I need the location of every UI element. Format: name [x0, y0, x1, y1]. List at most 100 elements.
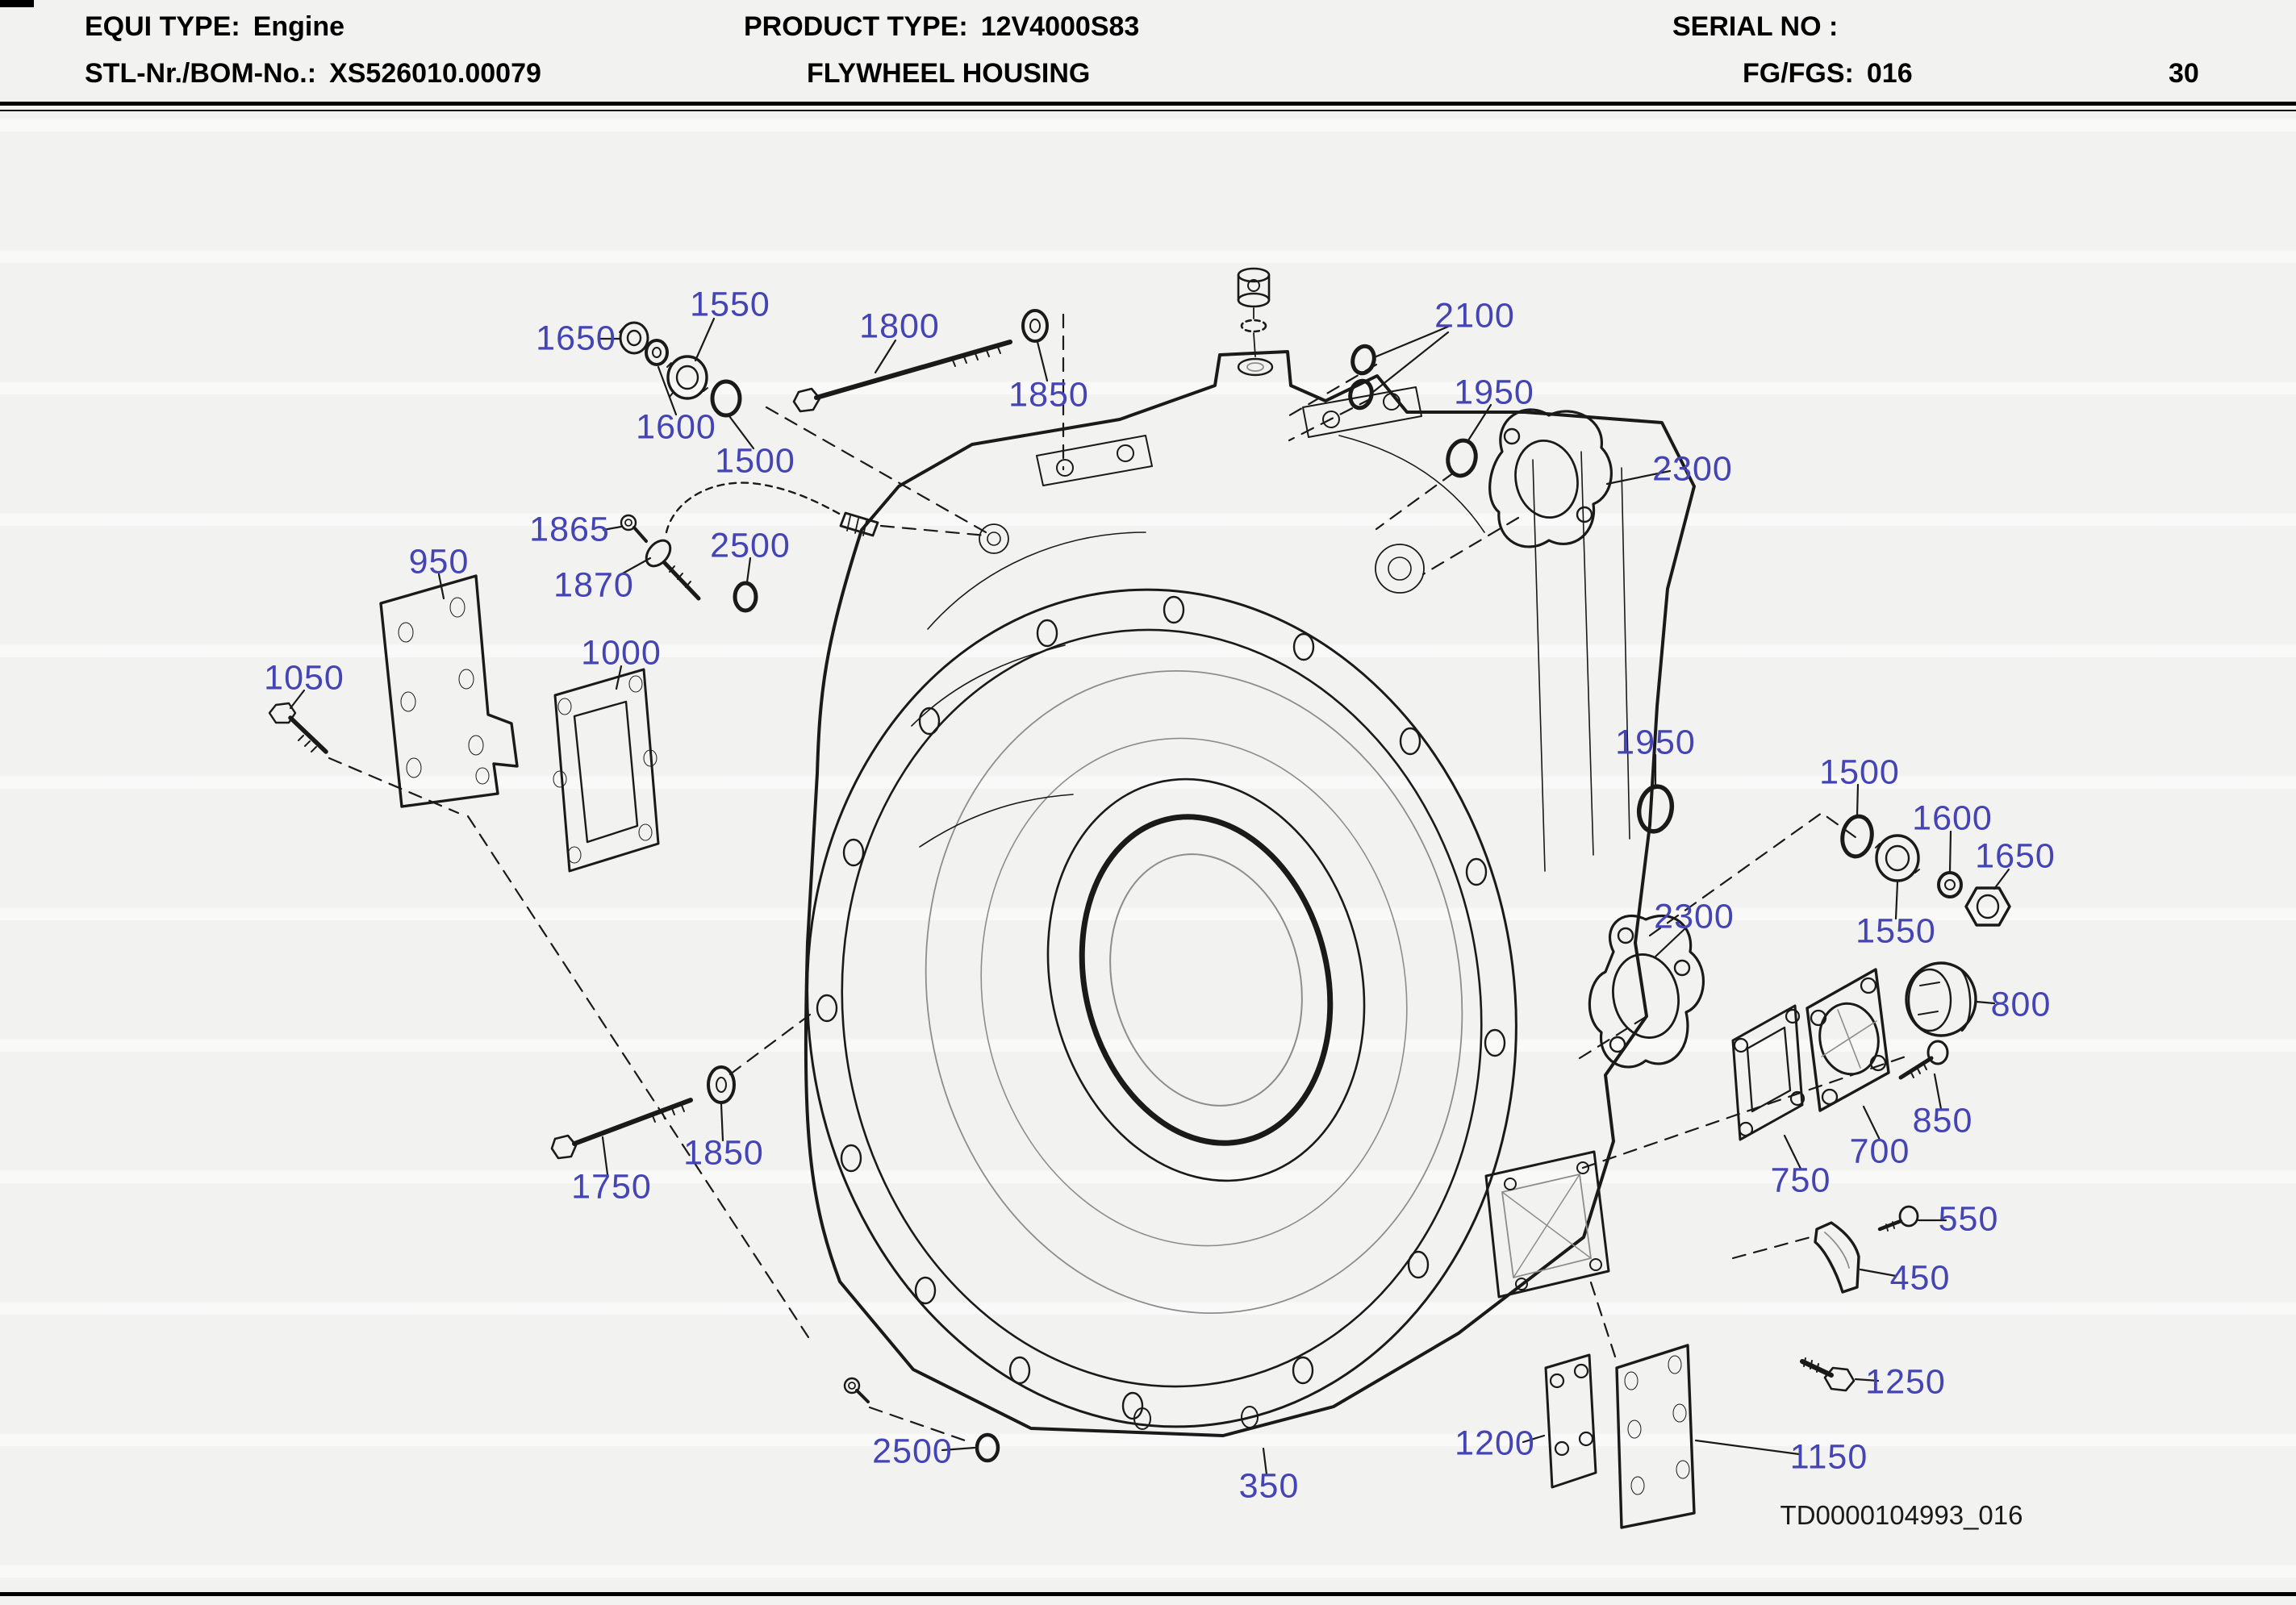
part-1800-bolt — [792, 340, 1012, 413]
sensor-port-boss — [979, 523, 1009, 554]
product-type-label: PRODUCT TYPE: — [744, 11, 968, 42]
part-1850-top-washer — [1021, 309, 1049, 343]
callout-800: 800 — [1990, 985, 2052, 1024]
part-800-plug — [1905, 961, 1977, 1037]
product-type-field: PRODUCT TYPE: 12V4000S83 — [744, 11, 1139, 43]
lower-right-pad — [1484, 1150, 1610, 1299]
bottom-rule — [0, 1592, 2296, 1596]
part-1500-top-oring — [710, 379, 742, 418]
assembly-dashed-lines — [328, 313, 1907, 1442]
part-2300-right-gasket — [1588, 914, 1705, 1069]
part-1950-right-oring — [1636, 784, 1675, 834]
callout-1870: 1870 — [553, 565, 634, 605]
part-550-screw — [1877, 1205, 1919, 1232]
callout-1865: 1865 — [529, 510, 610, 549]
equi-type-field: EQUI TYPE: Engine — [85, 11, 344, 43]
breather-port — [1237, 357, 1274, 377]
callout-1550-top: 1550 — [690, 285, 770, 324]
callout-1850-bottom: 1850 — [683, 1133, 764, 1173]
serial-no-field: SERIAL NO : — [1672, 11, 1838, 43]
product-type-value: 12V4000S83 — [980, 11, 1140, 42]
equi-type-label: EQUI TYPE: — [85, 11, 240, 42]
callout-550: 550 — [1938, 1199, 1999, 1239]
page-number: 30 — [2169, 58, 2199, 89]
part-2300-top-gasket — [1488, 408, 1613, 548]
part-1865-screw — [620, 514, 648, 543]
leader-lines — [289, 317, 2010, 1476]
scan-corner-artifact — [0, 0, 34, 7]
bom-no-value: XS526010.00079 — [329, 58, 541, 89]
part-1000-gasket — [553, 668, 660, 873]
part-1750-bolt — [550, 1098, 693, 1160]
interior-ribs — [911, 435, 1630, 872]
part-2100-orings — [1348, 344, 1376, 411]
callout-2500-bottom: 2500 — [872, 1432, 953, 1471]
callout-1800: 1800 — [859, 306, 940, 346]
callout-1500-top: 1500 — [715, 441, 795, 481]
part-1500-right-oring — [1840, 814, 1874, 859]
callout-1750: 1750 — [571, 1167, 652, 1207]
part-1950-top-oring — [1446, 438, 1478, 478]
top-mounting-lugs — [1036, 386, 1422, 486]
upper-right-boss — [1375, 544, 1425, 594]
header-rule-thin — [0, 110, 2296, 111]
callout-1050: 1050 — [264, 658, 344, 698]
part-1550-top-plug — [666, 355, 708, 400]
callout-1250: 1250 — [1865, 1362, 1946, 1402]
part-1550-right-plug — [1875, 834, 1920, 882]
callout-1150: 1150 — [1789, 1437, 1868, 1477]
callout-1600-right: 1600 — [1912, 798, 1993, 838]
flywheel-housing-body — [804, 350, 1696, 1437]
callout-2100: 2100 — [1434, 296, 1515, 336]
part-2500-bottom-oring — [975, 1432, 1000, 1463]
fg-fgs-field: FG/FGS: 016 — [1743, 58, 1913, 90]
callout-2300-right: 2300 — [1654, 897, 1735, 936]
bom-no-field: STL-Nr./BOM-No.: XS526010.00079 — [85, 58, 541, 90]
part-1250-bolt — [1800, 1357, 1856, 1392]
drawing-id: TD0000104993_016 — [1780, 1500, 2023, 1530]
part-850-screw — [1898, 1040, 1949, 1080]
callout-750: 750 — [1770, 1161, 1831, 1200]
breather-cap — [1237, 267, 1271, 357]
callout-1650-top: 1650 — [536, 319, 616, 358]
part-1050-bolt — [268, 702, 328, 754]
flange-bolt-holes — [816, 595, 1506, 1420]
callout-1500-right: 1500 — [1819, 752, 1900, 792]
callout-1200: 1200 — [1455, 1424, 1535, 1463]
header-rule-thick — [0, 102, 2296, 106]
callout-1600-top: 1600 — [636, 407, 716, 447]
callout-450: 450 — [1889, 1258, 1951, 1298]
callout-2300-top: 2300 — [1652, 449, 1733, 489]
bottom-screw — [843, 1377, 870, 1403]
part-750-gasket — [1731, 1004, 1805, 1141]
callout-1950-top: 1950 — [1454, 373, 1534, 412]
part-450-bracket — [1814, 1221, 1860, 1294]
fg-fgs-value: 016 — [1866, 58, 1913, 89]
serial-no-label: SERIAL NO : — [1672, 11, 1839, 42]
callout-1550-right: 1550 — [1856, 911, 1936, 951]
sensor-connector — [839, 511, 879, 537]
fg-fgs-label: FG/FGS: — [1743, 58, 1854, 89]
callout-2500-top: 2500 — [710, 526, 791, 565]
callout-1650-right: 1650 — [1975, 836, 2056, 876]
callout-950: 950 — [408, 542, 470, 582]
bom-no-label: STL-Nr./BOM-No.: — [85, 58, 317, 89]
equi-type-value: Engine — [253, 11, 345, 42]
callout-1850-top: 1850 — [1008, 375, 1089, 415]
page-title: FLYWHEEL HOUSING — [807, 58, 1091, 89]
sensor-cable-dashed — [665, 482, 845, 534]
callout-1950-right: 1950 — [1615, 723, 1696, 762]
callout-700: 700 — [1849, 1132, 1910, 1171]
part-2500-top-oring — [733, 581, 758, 613]
part-1870-sensor — [645, 539, 701, 601]
part-1200-gasket — [1544, 1353, 1597, 1489]
part-1600-top-washer — [645, 339, 669, 366]
callout-850: 850 — [1912, 1101, 1973, 1140]
part-1850-bottom-washer — [707, 1065, 736, 1104]
part-1150-end-plate — [1615, 1344, 1696, 1529]
part-1650-right-nut — [1964, 886, 2011, 927]
callout-350: 350 — [1238, 1466, 1300, 1506]
